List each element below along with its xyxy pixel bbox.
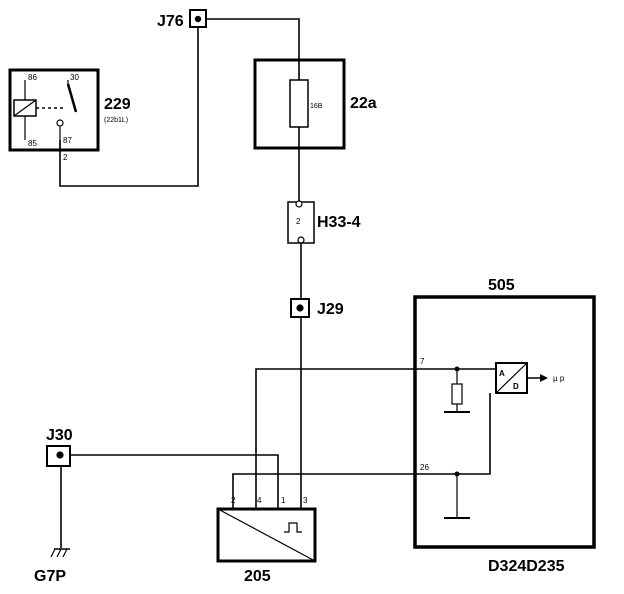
sensor-205: 2 4 1 3 205 [216,496,317,585]
module-box [413,295,596,549]
pull-resistor [451,383,463,405]
fuse-22a: 16B 22a [253,58,377,150]
connector-h33-4: 2 H33-4 [287,200,361,244]
relay-229: 86 30 85 87 2 229 (22b1L) [8,68,131,162]
ground-hatch-3 [62,548,68,558]
relay-note: (22b1L) [104,117,128,124]
j30-label: J30 [46,427,73,444]
fuse-label: 22a [350,95,377,112]
connector-j76: J76 [157,9,207,30]
connector-j30: J30 [46,427,73,467]
wire-j30-to-sensor-1 [68,454,279,509]
fuse-rating: 16B [310,103,323,110]
sensor-pin-3: 3 [303,496,308,505]
ground-hatch-2 [56,548,62,558]
h33-label: H33-4 [317,214,361,231]
module-output: µ p [553,374,565,383]
ground-g7p: G7P [34,548,70,585]
adc-a: A [499,369,505,378]
h33-bottom-terminal [297,236,305,244]
wire-j76-to-fuse [198,18,300,60]
module-505: 505 7 26 A D µ p D324D235 [413,277,596,575]
square-wave-icon [284,522,302,533]
j76-dot [194,15,202,23]
diagram-code: D324D235 [488,558,565,575]
h33-top-terminal [295,200,303,208]
relay-pin-30: 30 [70,73,79,82]
relay-coil-diagonal [13,99,37,117]
relay-label: 229 [104,96,131,113]
module-pin-26: 26 [420,463,429,472]
relay-wire-number: 2 [63,153,68,162]
internal-line-26 [415,393,491,475]
j30-dot [56,451,64,459]
adc-d: D [513,382,519,391]
relay-pin-85: 85 [28,139,37,148]
adc-output-arrow [540,374,548,382]
sensor-label: 205 [244,568,271,585]
relay-87-contact [56,119,64,127]
sensor-diagonal [217,508,316,562]
sensor-pin-4: 4 [257,496,262,505]
relay-box [8,68,100,152]
wire-relay-to-j76 [59,26,199,187]
h33-pin: 2 [296,217,301,226]
wires [59,18,415,548]
ground-hatch-1 [50,548,56,558]
relay-pin-86: 86 [28,73,37,82]
relay-switch-arm [66,83,78,113]
wire-sensor-2-to-505-26 [232,473,415,509]
connector-j29: J29 [290,298,344,318]
j29-label: J29 [317,301,344,318]
relay-pin-87: 87 [63,136,72,145]
adc-diagonal [495,362,528,394]
module-pin-7: 7 [420,357,425,366]
j76-label: J76 [157,13,184,30]
j29-dot [296,304,304,312]
sensor-pin-2: 2 [231,496,236,505]
module-label: 505 [488,277,515,294]
fuse-housing [253,58,346,150]
wire-sensor-4-to-505-7 [255,368,415,509]
fuse-element [289,79,309,128]
ground-label: G7P [34,568,66,585]
sensor-pin-1: 1 [281,496,286,505]
